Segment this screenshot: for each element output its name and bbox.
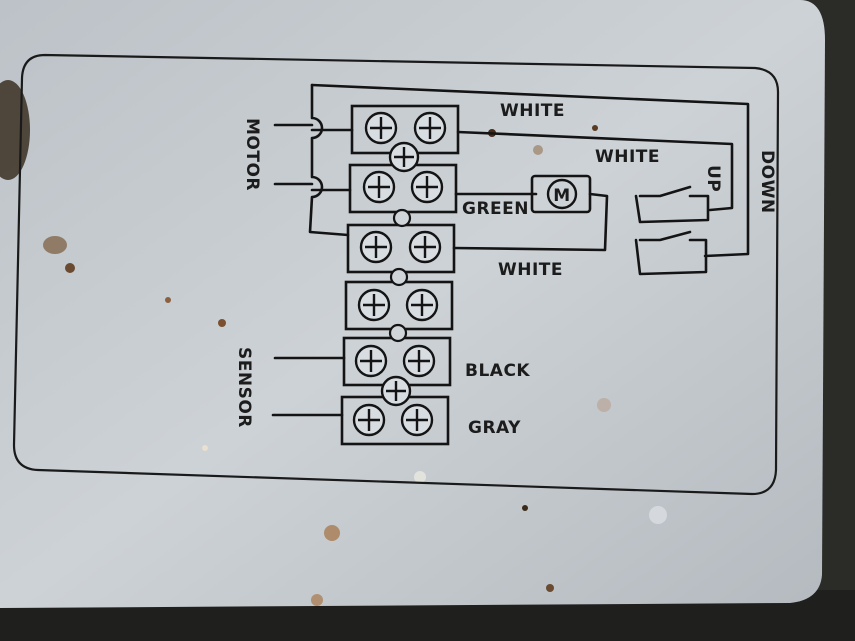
diagram-border [12, 53, 780, 496]
screw [352, 403, 386, 437]
screw [405, 288, 439, 322]
label-white-low: WHITE [498, 260, 563, 280]
screw [364, 111, 398, 145]
motor-symbol-letter: M [553, 186, 570, 206]
jumper-screw [388, 141, 420, 173]
label-sensor: SENSOR [234, 347, 254, 428]
screw [413, 111, 447, 145]
screw [410, 170, 444, 204]
label-green: GREEN [462, 199, 529, 219]
label-white-mid: WHITE [595, 147, 660, 167]
screws [352, 111, 447, 437]
limit-switches [634, 185, 710, 276]
wires [271, 83, 750, 417]
screw [408, 230, 442, 264]
screw [402, 344, 436, 378]
label-down: DOWN [757, 150, 777, 214]
screw [354, 344, 388, 378]
label-motor: MOTOR [242, 118, 262, 191]
label-black: BLACK [465, 361, 530, 381]
label-gray: GRAY [468, 418, 521, 438]
screw [400, 403, 434, 437]
label-white-top: WHITE [500, 101, 565, 121]
label-up: UP [703, 165, 723, 192]
separators [388, 208, 412, 343]
screw [362, 170, 396, 204]
screw [357, 288, 391, 322]
screw [359, 230, 393, 264]
motor-symbol: M [530, 174, 592, 214]
jumper-screw [380, 375, 412, 407]
